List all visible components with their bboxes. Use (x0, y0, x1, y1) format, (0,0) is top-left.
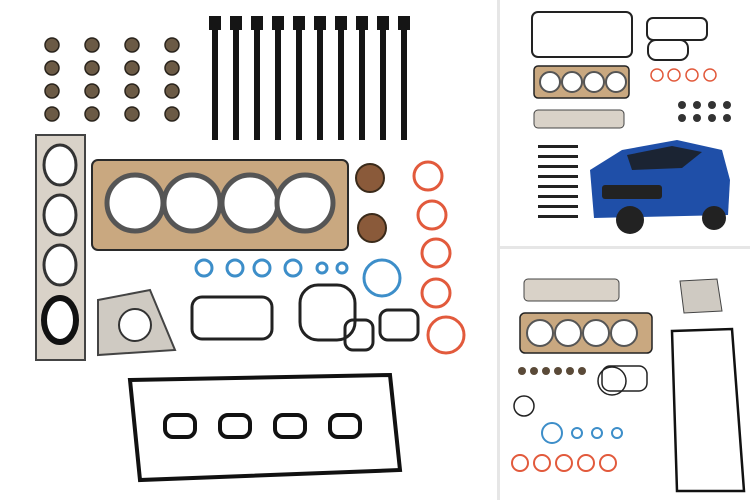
head-bolt-shaft (338, 28, 344, 140)
head-bolt (377, 16, 389, 30)
head-bolt-shaft (233, 28, 239, 140)
head-bolt (230, 16, 242, 30)
head-bolt (293, 16, 305, 30)
head-bolt (209, 16, 221, 30)
thumbnail-kit-layout (502, 251, 750, 500)
valve-stem-seal (44, 37, 60, 53)
thumbnail-kit-with-car (502, 0, 750, 244)
head-bolt-shaft (254, 28, 260, 140)
valve-stem-seal (84, 83, 100, 99)
head-bolt (335, 16, 347, 30)
valve-stem-seals (44, 37, 180, 122)
egr-gasket (97, 288, 177, 357)
valve-stem-seal (44, 60, 60, 76)
blue-o-rings (194, 258, 402, 298)
valve-stem-seal (84, 60, 100, 76)
valve-stem-seal (164, 106, 180, 122)
head-bolt-shaft (212, 28, 218, 140)
exhaust-manifold-gasket (35, 134, 86, 361)
valve-stem-seal (84, 37, 100, 53)
head-bolt (398, 16, 410, 30)
main-product-image (35, 16, 466, 483)
intake-gaskets (190, 283, 420, 352)
valve-stem-seal (124, 106, 140, 122)
head-bolt (251, 16, 263, 30)
copper-seals (355, 163, 387, 243)
valve-stem-seal (164, 37, 180, 53)
head-bolt-shaft (317, 28, 323, 140)
valve-stem-seal (44, 106, 60, 122)
valve-stem-seal (124, 83, 140, 99)
valve-stem-seal (44, 83, 60, 99)
head-bolt (272, 16, 284, 30)
valve-stem-seal (84, 106, 100, 122)
valve-cover-gasket (127, 372, 403, 483)
head-bolt (356, 16, 368, 30)
head-bolt-shaft (401, 28, 407, 140)
image-divider-horizontal (500, 246, 750, 249)
orange-o-rings (412, 160, 466, 355)
car-illustration (590, 140, 730, 234)
head-bolt-shaft (380, 28, 386, 140)
valve-stem-seal (124, 37, 140, 53)
head-bolts (209, 16, 410, 140)
head-bolt-shaft (296, 28, 302, 140)
cylinder-head-gasket (91, 159, 349, 251)
image-divider-vertical (497, 0, 500, 500)
valve-stem-seal (164, 60, 180, 76)
head-bolt (314, 16, 326, 30)
valve-stem-seal (164, 83, 180, 99)
head-bolt-shaft (359, 28, 365, 140)
valve-stem-seal (124, 60, 140, 76)
head-bolt-shaft (275, 28, 281, 140)
